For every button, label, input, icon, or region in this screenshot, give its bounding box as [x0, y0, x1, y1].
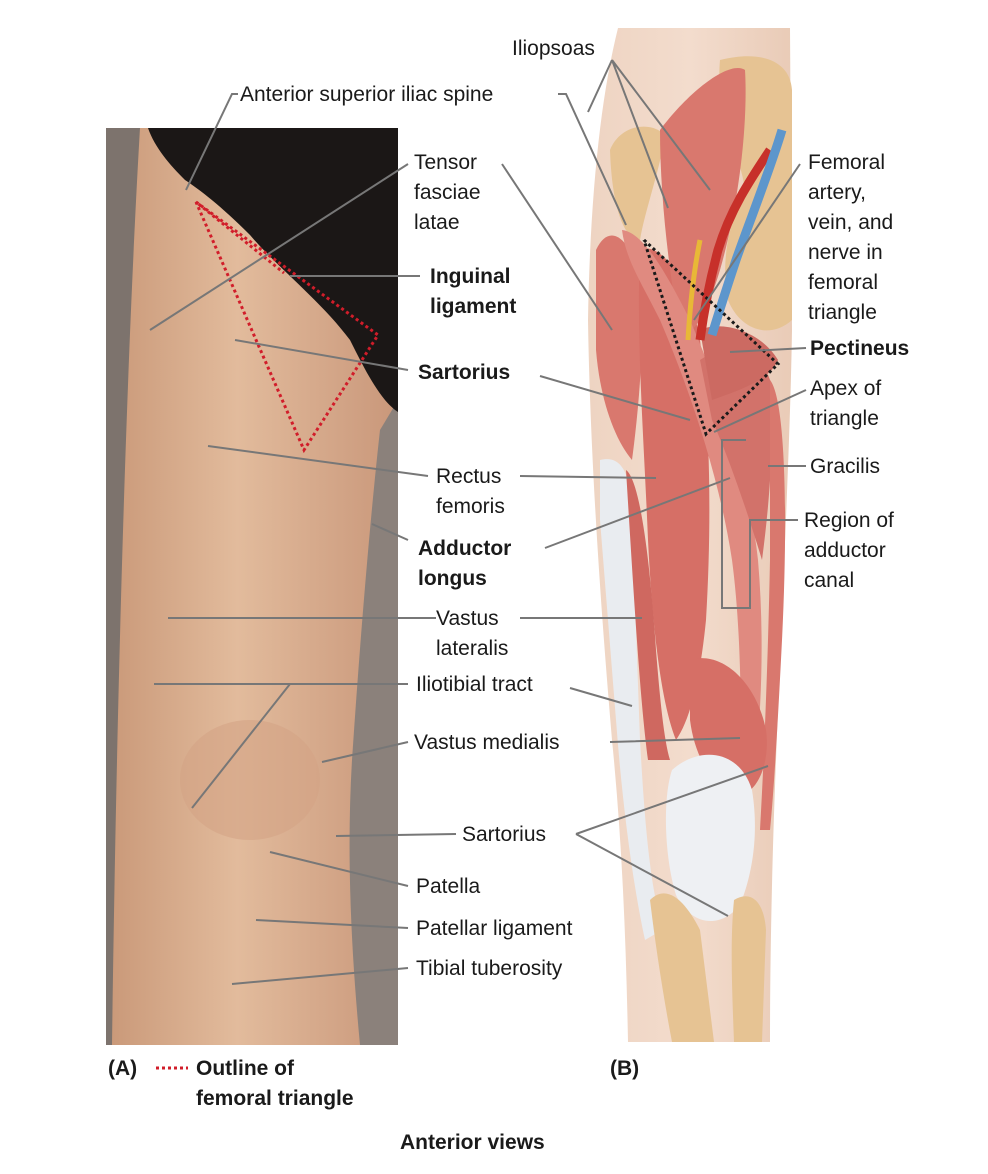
pectineus-muscle — [700, 326, 778, 400]
label-patella: Patella — [416, 875, 481, 898]
label-inguinal-ligament: Inguinal ligament — [430, 265, 517, 318]
fibula-bone — [731, 896, 766, 1042]
leader-tensor — [149, 163, 613, 331]
tibia-bone — [650, 893, 714, 1042]
leader-vastus-medialis — [321, 737, 741, 763]
label-femoral-vessels-nerve: Femoral artery, vein, and nerve in femor… — [808, 151, 894, 324]
femoral-triangle-outline — [194, 200, 381, 454]
leader-pectineus — [729, 347, 807, 353]
label-tibial-tuberosity: Tibial tuberosity — [416, 957, 563, 980]
label-region-of-adductor-canal: Region of adductor canal — [804, 509, 894, 592]
leader-sartorius-upper — [234, 339, 691, 421]
leader-adductor-canal — [721, 439, 798, 609]
label-rectus-femoris: Rectus femoris — [436, 465, 505, 518]
femoral-triangle-outline-b — [642, 238, 781, 437]
label-vastus-lateralis: Vastus lateralis — [436, 607, 509, 660]
label-iliotibial-tract: Iliotibial tract — [416, 673, 533, 696]
femoral-nerve — [685, 239, 703, 341]
label-sartorius-upper: Sartorius — [418, 361, 511, 384]
iliopsoas-muscle — [660, 68, 746, 333]
briefs — [148, 128, 398, 412]
label-anterior-superior-iliac-spine: Anterior superior iliac spine — [240, 83, 494, 106]
femoral-artery — [695, 147, 774, 341]
leader-adductor-longus — [371, 477, 731, 549]
label-pectineus: Pectineus — [810, 337, 910, 360]
label-tensor-fasciae-latae: Tensor fasciae latae — [414, 151, 481, 234]
label-iliopsoas: Iliopsoas — [512, 37, 595, 60]
thigh-skin — [106, 128, 398, 1045]
iliac-crest-bone — [610, 126, 665, 240]
leader-tibial-tuberosity — [231, 967, 409, 985]
panel-a-photo — [106, 128, 398, 1045]
label-apex-of-triangle: Apex of triangle — [810, 377, 882, 430]
label-gracilis: Gracilis — [810, 455, 881, 478]
leader-iliotibial — [154, 683, 633, 809]
backdrop-left-shade — [106, 128, 140, 1045]
iliotibial-tract-band — [600, 459, 662, 940]
figure-caption: Anterior views — [400, 1131, 545, 1154]
leader-asis — [185, 93, 238, 191]
tensor-fasciae-latae-muscle — [596, 235, 643, 460]
legend-outline-text: Outline of femoral triangle — [196, 1057, 354, 1110]
backdrop-right-shade — [349, 400, 398, 1045]
label-adductor-longus: Adductor longus — [418, 537, 512, 590]
panel-b-illustration — [588, 28, 792, 1042]
panel-b-label: (B) — [610, 1057, 640, 1080]
leader-sartorius-lower — [335, 765, 769, 917]
patella-region — [665, 754, 755, 922]
adductor-longus-muscle — [700, 349, 773, 560]
label-vastus-medialis: Vastus medialis — [414, 731, 560, 754]
label-sartorius-lower: Sartorius — [462, 823, 547, 846]
leader-apex — [713, 389, 807, 433]
leader-iliopsoas — [587, 59, 711, 209]
label-patellar-ligament: Patellar ligament — [416, 917, 573, 940]
knee-highlight — [180, 720, 320, 840]
leader-asis-b — [558, 93, 627, 226]
gracilis-muscle — [760, 380, 786, 830]
leader-patella — [269, 851, 409, 887]
leader-rectus — [207, 445, 657, 479]
leader-patellar-ligament — [255, 919, 409, 929]
vastus-lateralis-muscle — [626, 470, 670, 760]
leader-lines — [149, 59, 807, 985]
leader-femoral-vessels — [693, 163, 801, 321]
panel-a-label: (A) — [108, 1057, 138, 1080]
